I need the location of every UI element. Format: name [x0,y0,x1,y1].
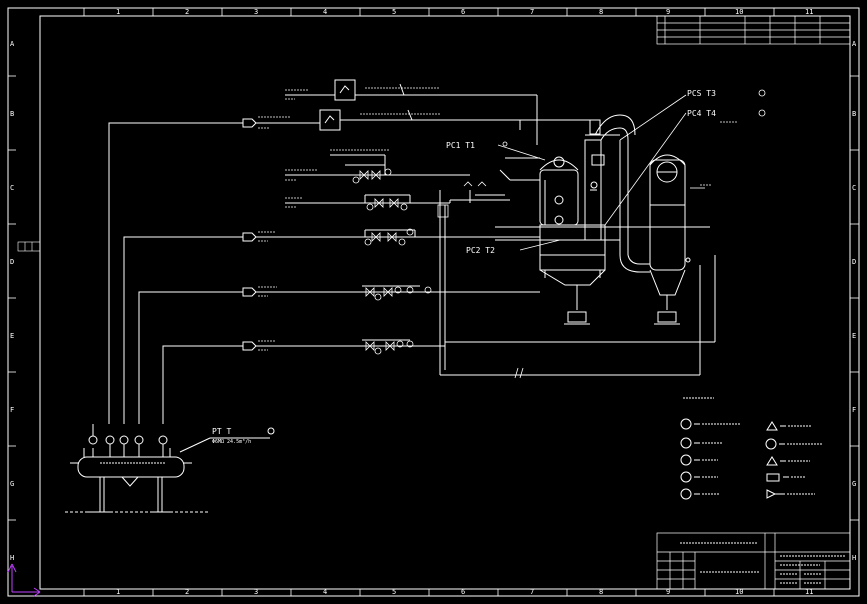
tag-pc2-t2: PC2 T2 [466,246,495,255]
col-label-2: 2 [185,8,189,16]
legend [680,397,822,500]
row-label-a-r: A [852,40,857,48]
row-label-c: C [10,184,14,192]
distributor-header [65,424,275,513]
col-label-5b: 5 [392,588,396,596]
col-label-1b: 1 [116,588,120,596]
row-label-g-r: G [852,480,856,488]
fold-marks [17,241,41,252]
col-label-7b: 7 [530,588,534,596]
top-instrument-lines [285,79,600,145]
col-label-1: 1 [116,8,120,16]
col-label-9b: 9 [666,588,670,596]
col-label-7: 7 [530,8,534,16]
col-label-11: 11 [805,8,813,16]
row-label-h-r: H [852,554,856,562]
col-label-6b: 6 [461,588,465,596]
row-label-h: H [10,554,14,562]
col-label-6: 6 [461,8,465,16]
col-label-4b: 4 [323,588,327,596]
col-label-3b: 3 [254,588,258,596]
ucs-icon [7,563,41,597]
row-label-e: E [10,332,14,340]
col-label-10b: 10 [735,588,743,596]
col-label-4: 4 [323,8,327,16]
row-label-g: G [10,480,14,488]
col-label-9: 9 [666,8,670,16]
tag-pcs-t3: PCS T3 [687,89,716,98]
evaporator-2 [649,154,691,325]
col-label-5: 5 [392,8,396,16]
evaporator-1 [539,156,606,325]
tag-pc1-t1: PC1 T1 [446,141,475,150]
title-block-text [680,542,845,584]
line-labels-left [258,89,318,351]
row-label-d: D [10,258,14,266]
row-label-e-r: E [852,332,856,340]
column-markers [8,8,859,596]
row-label-a: A [10,40,15,48]
col-label-3: 3 [254,8,258,16]
row-label-b: B [10,110,14,118]
tag-pc4-t4: PC4 T4 [687,109,716,118]
tag-leaders [497,89,766,251]
row-label-f-r: F [852,406,856,414]
col-label-8: 8 [599,8,603,16]
row-label-c-r: C [852,184,856,192]
row-label-f: F [10,406,14,414]
row-label-d-r: D [852,258,856,266]
col-label-11b: 11 [805,588,813,596]
col-label-2b: 2 [185,588,189,596]
separator-column [584,114,650,273]
valves [352,168,524,379]
drawing-frame [7,7,860,597]
title-block [656,532,851,590]
col-label-10: 10 [735,8,743,16]
tag-pt-t: PT T [212,427,231,436]
steam-lines [108,118,365,424]
col-label-8b: 8 [599,588,603,596]
row-label-b-r: B [852,110,856,118]
revision-table [656,15,851,45]
tag-pt-sub: Φ6MΩ 24.5m³/h [212,439,251,445]
